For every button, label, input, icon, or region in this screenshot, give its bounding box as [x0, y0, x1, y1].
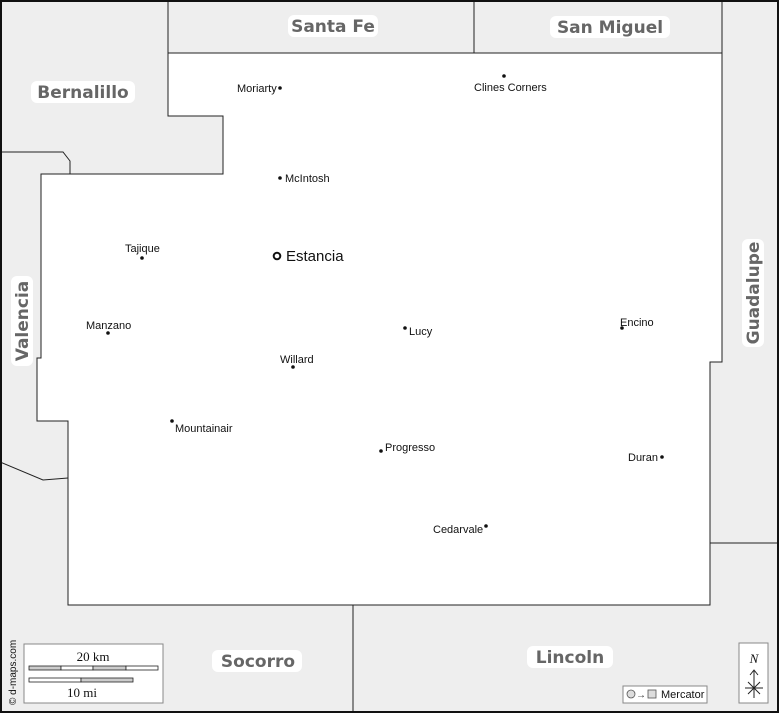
scale-mi: 10 mi	[67, 685, 97, 700]
square-map-icon	[647, 689, 657, 699]
city-cedarvale: Cedarvale	[433, 524, 483, 536]
arrow-icon: →	[636, 690, 646, 701]
city-willard: Willard	[280, 354, 314, 366]
projection-label: Mercator	[661, 689, 705, 701]
compass-icon	[745, 669, 763, 698]
city-progresso: Progresso	[385, 442, 435, 454]
city-manzano: Manzano	[86, 320, 131, 332]
city-mountainair: Mountainair	[175, 423, 233, 435]
label-san-miguel: San Miguel	[557, 18, 663, 38]
credit: © d-maps.com	[8, 640, 19, 705]
city-tajique: Tajique	[125, 243, 160, 255]
city-moriarty: Moriarty	[237, 83, 277, 95]
city-encino: Encino	[620, 317, 654, 329]
north-arrow: N	[738, 642, 769, 704]
globe-icon	[626, 689, 636, 699]
scale-km: 20 km	[77, 649, 110, 664]
label-santa-fe: Santa Fe	[291, 17, 375, 37]
torrance-county	[36, 52, 723, 606]
label-bernalillo: Bernalillo	[37, 83, 128, 103]
label-valencia: Valencia	[13, 281, 33, 362]
city-markers	[106, 74, 664, 528]
label-guadalupe: Guadalupe	[744, 242, 764, 345]
seat-marker-icon	[272, 251, 282, 261]
city-duran: Duran	[628, 452, 658, 464]
city-lucy: Lucy	[409, 326, 433, 338]
north-label: N	[749, 651, 760, 666]
label-lincoln: Lincoln	[536, 648, 604, 668]
projection-box: → Mercator	[622, 685, 708, 704]
seat-estancia: Estancia	[286, 248, 344, 265]
county-labels: Santa Fe San Miguel Bernalillo Socorro L…	[11, 15, 764, 672]
city-mcintosh: McIntosh	[285, 173, 330, 185]
label-socorro: Socorro	[221, 652, 295, 672]
scale-bar: 20 km 10 mi	[23, 643, 164, 704]
city-clines-corners: Clines Corners	[474, 82, 547, 94]
